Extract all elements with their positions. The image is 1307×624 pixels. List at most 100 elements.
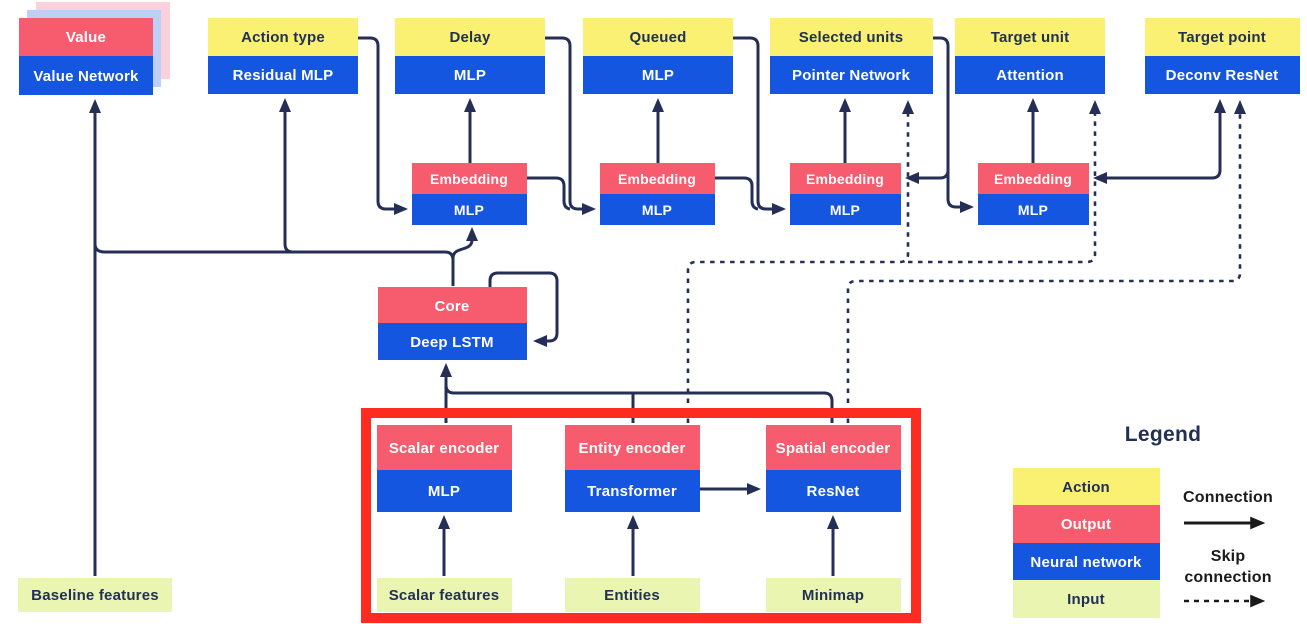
input-band [377, 578, 512, 612]
node-selected-units: Selected units Pointer Network [770, 18, 933, 94]
legend-swatch-neural-network [1013, 543, 1160, 580]
node-embedding-1: Embedding MLP [412, 163, 527, 225]
legend-connection-label: Connection [1183, 489, 1273, 506]
value-output-band [19, 18, 153, 56]
action-band [395, 18, 545, 56]
highlight-red-box [361, 408, 921, 623]
input-label: Entities [604, 587, 660, 604]
legend-item-output: Output [1061, 516, 1111, 533]
action-band [1145, 18, 1300, 56]
skip-entity-to-attention [908, 100, 1101, 264]
skip-entity-to-pointer [686, 100, 914, 423]
output-band [378, 287, 527, 323]
edge-core-to-residual-mlp [279, 98, 294, 254]
legend: Legend Action Output Neural network Inpu… [1013, 423, 1273, 618]
head-action-label: Action type [241, 29, 325, 46]
head-action-label: Target unit [991, 29, 1070, 46]
node-embedding-4: Embedding MLP [978, 163, 1089, 225]
edge-delay-to-mlp2 [545, 36, 596, 215]
edge-core-left-branch [93, 243, 455, 286]
head-action-label: Target point [1178, 29, 1266, 46]
output-band [377, 425, 512, 470]
value-network-band [19, 56, 153, 95]
output-band [412, 163, 527, 194]
legend-swatch-output [1013, 505, 1160, 543]
encoder-label: Spatial encoder [776, 440, 891, 457]
network-band [955, 56, 1105, 94]
node-embedding-2: Embedding MLP [600, 163, 715, 225]
legend-title: Legend [1125, 423, 1201, 446]
legend-skip-label-line2: connection [1184, 569, 1271, 586]
legend-item-neural-network: Neural network [1030, 554, 1142, 571]
head-network-label: Pointer Network [792, 67, 910, 84]
output-band [766, 425, 901, 470]
head-action-label: Selected units [799, 29, 904, 46]
embedding-network-label: MLP [1018, 202, 1048, 218]
edge-embedding2-out [715, 176, 759, 211]
skip-connections [686, 100, 1246, 423]
node-action-type: Action type Residual MLP [208, 18, 358, 94]
skip-spatial-to-deconv [846, 100, 1246, 423]
head-network-label: MLP [642, 67, 674, 84]
head-network-label: Attention [996, 67, 1064, 84]
encoder-network-label: Transformer [587, 483, 677, 500]
input-label: Scalar features [389, 587, 500, 604]
network-band [378, 323, 527, 360]
node-baseline-features: Baseline features [18, 578, 172, 612]
action-band [208, 18, 358, 56]
network-band [412, 194, 527, 225]
network-band [208, 56, 358, 94]
network-band [978, 194, 1089, 225]
node-core: Core Deep LSTM [378, 287, 527, 360]
node-target-point: Target point Deconv ResNet [1145, 18, 1300, 94]
node-target-unit: Target unit Attention [955, 18, 1105, 94]
head-network-label: MLP [454, 67, 486, 84]
node-scalar-features: Scalar features [377, 578, 512, 612]
input-band [766, 578, 901, 612]
edge-core-to-embedding1 [451, 227, 478, 286]
edge-actiontype-to-mlp1 [358, 36, 408, 215]
edge-embedding4-to-deconv [1093, 99, 1226, 184]
legend-swatch-input [1013, 580, 1160, 618]
embedding-label: Embedding [618, 171, 696, 187]
encoder-network-label: MLP [428, 483, 460, 500]
network-band [1145, 56, 1300, 94]
core-network-label: Deep LSTM [410, 334, 493, 351]
network-band [790, 194, 901, 225]
embedding-label: Embedding [430, 171, 508, 187]
node-embedding-3: Embedding MLP [790, 163, 901, 225]
input-label: Minimap [802, 587, 864, 604]
core-label: Core [435, 298, 470, 315]
node-queued: Queued MLP [583, 18, 733, 94]
legend-skip-label-line1: Skip [1211, 548, 1246, 565]
encoder-label: Entity encoder [579, 440, 686, 457]
edge-spatial-merge [444, 384, 834, 423]
network-band [600, 194, 715, 225]
edge-selected-to-embedding3 [905, 36, 950, 184]
node-entities: Entities [565, 578, 700, 612]
network-band [377, 470, 512, 512]
value-label: Value [66, 29, 106, 46]
embedding-label: Embedding [994, 171, 1072, 187]
encoder-network-label: ResNet [807, 483, 860, 500]
output-band [565, 425, 700, 470]
node-scalar-encoder: Scalar encoder MLP [377, 425, 512, 512]
embedding-network-label: MLP [454, 202, 484, 218]
edge-embedding1-out [527, 176, 571, 211]
input-band [565, 578, 700, 612]
input-band [18, 578, 172, 612]
node-spatial-encoder: Spatial encoder ResNet [766, 425, 901, 512]
embedding-network-label: MLP [642, 202, 672, 218]
input-label: Baseline features [31, 587, 159, 604]
embedding-label: Embedding [806, 171, 884, 187]
node-minimap: Minimap [766, 578, 901, 612]
output-band [978, 163, 1089, 194]
legend-item-action: Action [1062, 479, 1110, 496]
node-delay: Delay MLP [395, 18, 545, 94]
encoder-label: Scalar encoder [389, 440, 499, 457]
edge-queued-to-mlp3 [733, 36, 786, 215]
output-band [600, 163, 715, 194]
legend-item-input: Input [1067, 591, 1105, 608]
network-band [583, 56, 733, 94]
